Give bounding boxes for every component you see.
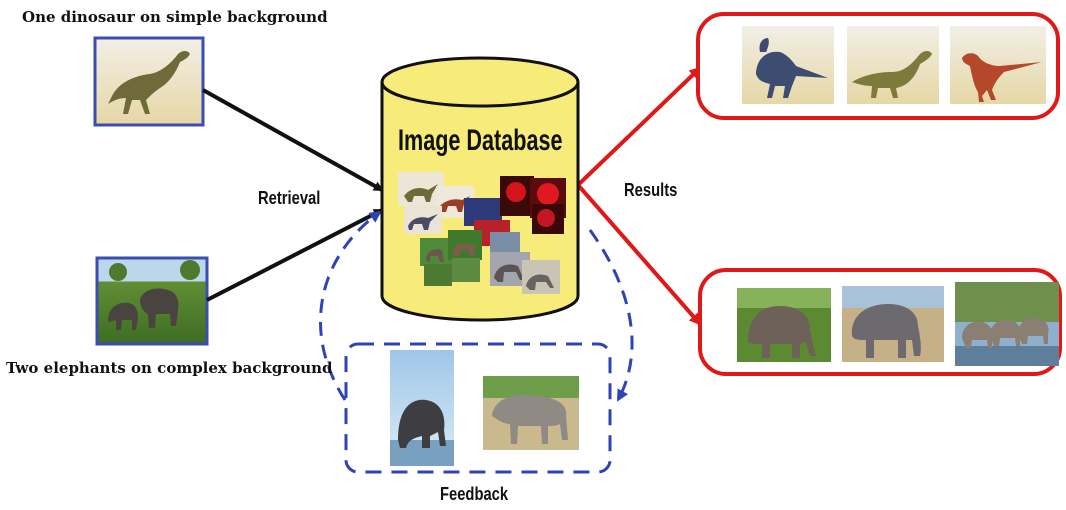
result-elephant-2 <box>842 286 944 362</box>
dinosaur-icon <box>756 38 828 98</box>
database-title: Image Database <box>398 124 563 157</box>
elephant-icon <box>851 304 921 358</box>
retrieval-arrow-1 <box>202 88 384 192</box>
retrieval-label: Retrieval <box>258 188 321 208</box>
dinosaur-icon <box>852 51 932 98</box>
feedback-box <box>344 342 612 474</box>
result-dino-1 <box>742 26 834 104</box>
database-image-collage <box>398 172 566 294</box>
feedback-label: Feedback <box>440 484 509 504</box>
elephant-icon <box>108 288 179 330</box>
query1-caption: One dinosaur on simple background <box>22 8 328 26</box>
feedback-image-1 <box>390 350 454 466</box>
result-elephant-1 <box>737 288 831 362</box>
elephant-icon <box>398 399 446 448</box>
feedback-arrow-in <box>318 210 382 401</box>
query-elephants-image <box>95 256 209 346</box>
dinosaur-icon <box>962 53 1042 102</box>
dinosaur-icon <box>108 51 190 114</box>
results-arrow-2 <box>576 183 702 326</box>
results-box-elephants <box>698 268 1062 376</box>
elephant-icon <box>492 394 568 444</box>
feedback-arrow-out <box>588 229 634 402</box>
results-label: Results <box>624 180 678 200</box>
query2-caption: Two elephants on complex background <box>6 359 333 377</box>
image-database-cylinder <box>380 56 580 322</box>
result-elephant-3 <box>955 282 1059 366</box>
result-dino-2 <box>847 26 939 104</box>
elephant-herd-icon <box>962 317 1049 348</box>
results-arrow-1 <box>576 66 702 187</box>
feedback-image-2 <box>483 376 579 450</box>
retrieval-arrow-2 <box>206 208 384 302</box>
elephant-icon <box>748 306 816 358</box>
results-box-dinosaurs <box>696 12 1060 120</box>
result-dino-3 <box>950 26 1046 104</box>
query-dinosaur-image <box>93 36 205 127</box>
